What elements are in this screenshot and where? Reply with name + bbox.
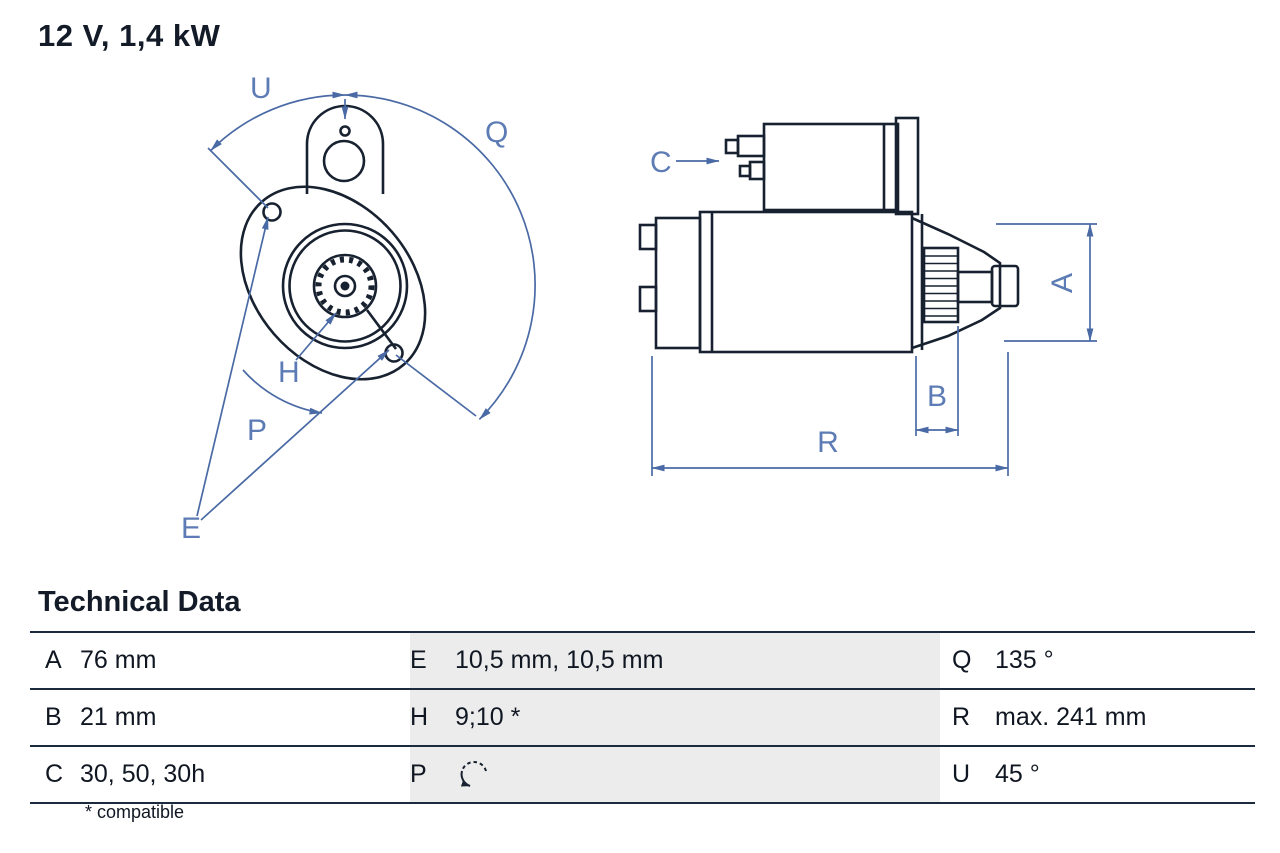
rotation-ccw-icon bbox=[460, 760, 487, 787]
solenoid bbox=[762, 122, 900, 212]
compatibility-footnote: * compatible bbox=[85, 802, 185, 822]
label-H: H bbox=[278, 356, 300, 389]
table-row: C 30, 50, 30h P U 45 ° bbox=[30, 745, 1255, 804]
dimension-labels: U Q H P E C A B R bbox=[181, 72, 1079, 545]
spec-value-B: 21 mm bbox=[80, 703, 157, 731]
technical-data-table: A 76 mm E 10,5 mm, 10,5 mm Q 135 ° B 21 … bbox=[30, 631, 1255, 804]
shaft-end bbox=[990, 264, 1020, 308]
dim-leader-H bbox=[295, 312, 337, 361]
spec-key-R: R bbox=[952, 703, 971, 731]
dim-arc-Q bbox=[344, 91, 536, 421]
spec-value-U: 45 ° bbox=[995, 760, 1040, 788]
label-P: P bbox=[247, 414, 267, 447]
motor-body bbox=[698, 210, 914, 354]
dim-ref-Q bbox=[395, 354, 477, 417]
pinion-gear bbox=[922, 246, 960, 324]
pinion-gear-teeth bbox=[924, 255, 958, 317]
table-row: B 21 mm H 9;10 * R max. 241 mm bbox=[30, 688, 1255, 745]
flange-hole-top bbox=[262, 202, 282, 222]
terminal-stud-lower bbox=[738, 164, 752, 178]
dim-leader-E1 bbox=[196, 216, 269, 517]
shaft-center bbox=[340, 281, 350, 291]
terminal-upper bbox=[736, 134, 766, 158]
spec-key-H: H bbox=[410, 690, 455, 745]
front-view-drawing bbox=[239, 104, 427, 381]
terminal-lower bbox=[748, 160, 766, 181]
label-U: U bbox=[250, 72, 272, 105]
spec-value-Q: 135 ° bbox=[995, 646, 1054, 674]
end-cap bbox=[654, 216, 702, 350]
dim-arc-P bbox=[242, 369, 323, 415]
label-A: A bbox=[1046, 273, 1079, 293]
spec-key-C: C bbox=[45, 760, 64, 788]
spec-value-P bbox=[455, 747, 940, 802]
table-row: A 76 mm E 10,5 mm, 10,5 mm Q 135 ° bbox=[30, 631, 1255, 688]
spec-value-E: 10,5 mm, 10,5 mm bbox=[455, 633, 940, 688]
spec-value-A: 76 mm bbox=[80, 646, 157, 674]
end-cap-tab-bottom bbox=[638, 285, 658, 313]
drive-shaft bbox=[956, 270, 994, 304]
dim-ref-U bbox=[207, 147, 269, 209]
spec-value-R: max. 241 mm bbox=[995, 703, 1147, 731]
starter-motor-technical-drawing: U Q H P E C A B R bbox=[181, 72, 1097, 545]
page-title: 12 V, 1,4 kW bbox=[38, 18, 221, 53]
technical-data-heading: Technical Data bbox=[38, 586, 241, 618]
spec-value-C: 30, 50, 30h bbox=[80, 760, 206, 788]
dim-arc-U bbox=[209, 91, 346, 152]
spec-value-H: 9;10 * bbox=[455, 690, 940, 745]
solenoid-flange bbox=[894, 116, 920, 216]
spec-key-A: A bbox=[45, 646, 62, 674]
label-E: E bbox=[181, 512, 201, 545]
dimension-lines bbox=[196, 91, 1097, 521]
side-view-drawing bbox=[638, 116, 1020, 354]
label-C: C bbox=[650, 146, 672, 179]
terminal-stud-upper bbox=[724, 138, 740, 155]
lug-small-hole bbox=[339, 125, 351, 137]
lug-hole bbox=[322, 139, 366, 183]
label-R: R bbox=[817, 426, 839, 459]
end-cap-tab-top bbox=[638, 223, 658, 251]
dim-leader-E2 bbox=[200, 349, 390, 521]
spec-key-E: E bbox=[410, 633, 455, 688]
spec-key-B: B bbox=[45, 703, 62, 731]
spec-key-P: P bbox=[410, 747, 455, 802]
label-Q: Q bbox=[485, 116, 508, 149]
label-B: B bbox=[927, 380, 947, 413]
spec-key-U: U bbox=[952, 760, 971, 788]
spec-key-Q: Q bbox=[952, 646, 972, 674]
drive-end-bracket bbox=[911, 216, 1002, 350]
